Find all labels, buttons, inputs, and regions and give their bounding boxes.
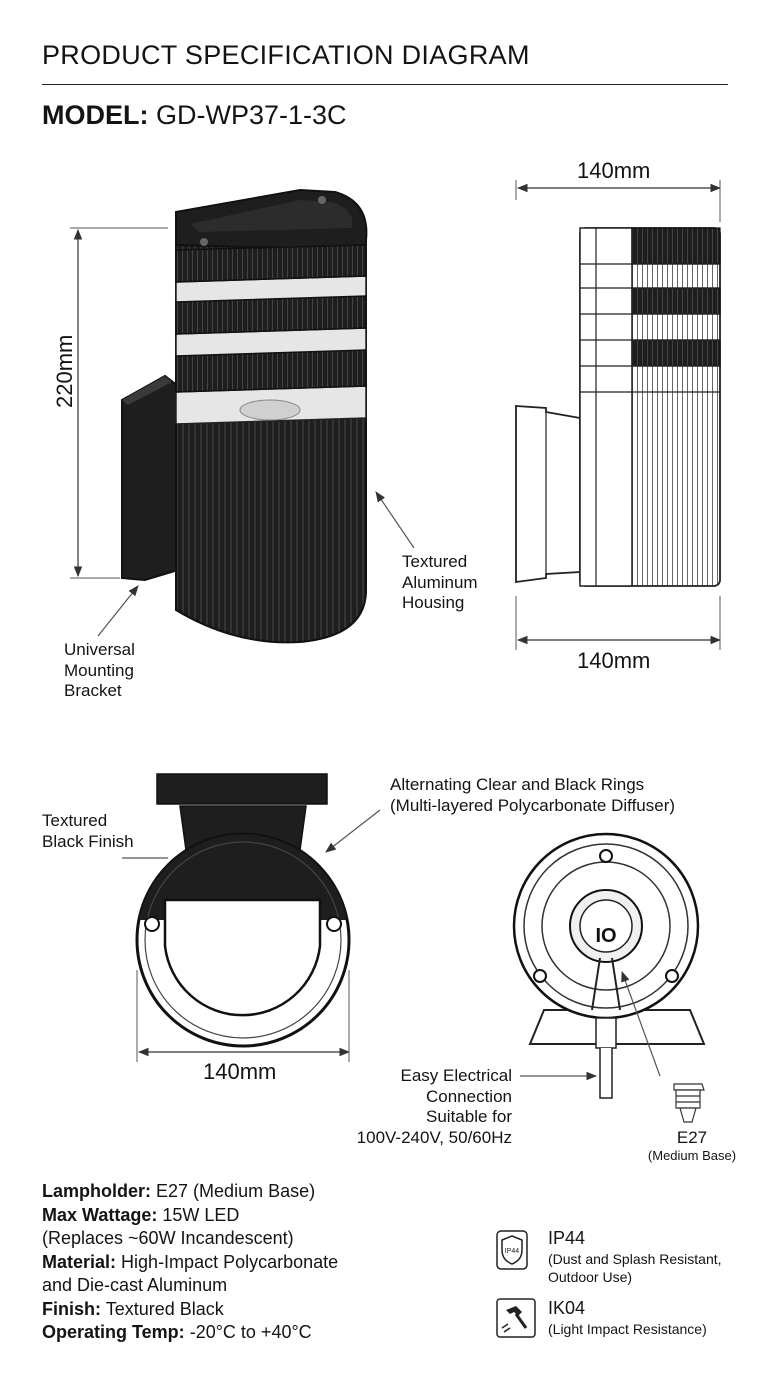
dimension-height: 220mm xyxy=(52,334,77,408)
dimension-side-bottom: 140mm xyxy=(577,648,651,673)
spec-row: (Replaces ~60W Incandescent) xyxy=(42,1228,294,1248)
callout-finish: Textured Black Finish xyxy=(42,811,134,851)
badge-ik04-title: IK04 xyxy=(548,1298,586,1318)
callout-housing: Textured Aluminum Housing xyxy=(402,552,478,612)
svg-text:IP44: IP44 xyxy=(505,1248,520,1255)
interior-view: IO xyxy=(512,832,706,1123)
spec-row: Max Wattage: 15W LED xyxy=(42,1204,240,1225)
model-line: MODEL: GD-WP37-1-3C xyxy=(42,100,347,131)
hammer-icon xyxy=(496,1298,536,1338)
top-view xyxy=(135,773,351,1048)
callout-bracket: Universal Mounting Bracket xyxy=(64,640,135,700)
front-view xyxy=(121,188,368,644)
dimension-side-top: 140mm xyxy=(577,158,651,183)
spec-row: Lampholder: E27 (Medium Base) xyxy=(42,1181,316,1201)
model-label: MODEL: xyxy=(42,100,149,130)
model-value: GD-WP37-1-3C xyxy=(156,100,347,130)
svg-text:IO: IO xyxy=(595,925,616,947)
callout-electrical: Easy Electrical Connection Suitable for … xyxy=(356,1066,512,1147)
page-title: PRODUCT SPECIFICATION DIAGRAM xyxy=(42,40,530,70)
spec-row: Material: High-Impact Polycarbonate xyxy=(42,1251,339,1272)
header-divider xyxy=(42,84,728,85)
badge-ip44-desc: (Dust and Splash Resistant, Outdoor Use) xyxy=(548,1251,722,1285)
badge-ik04-desc: (Light Impact Resistance) xyxy=(548,1321,707,1337)
spec-row: and Die-cast Aluminum xyxy=(42,1275,228,1295)
badge-ip44-title: IP44 xyxy=(548,1228,586,1248)
dimension-top-width: 140mm xyxy=(203,1059,277,1084)
callout-socket: E27 (Medium Base) xyxy=(647,1128,737,1163)
spec-row: Finish: Textured Black xyxy=(42,1298,224,1319)
spec-row: Operating Temp: -20°C to +40°C xyxy=(42,1322,312,1342)
shield-icon: IP44 xyxy=(496,1230,528,1270)
spec-list: Lampholder: E27 (Medium Base) Max Wattag… xyxy=(42,1180,338,1345)
side-view xyxy=(515,227,721,587)
callout-rings: Alternating Clear and Black Rings (Multi… xyxy=(390,775,676,815)
